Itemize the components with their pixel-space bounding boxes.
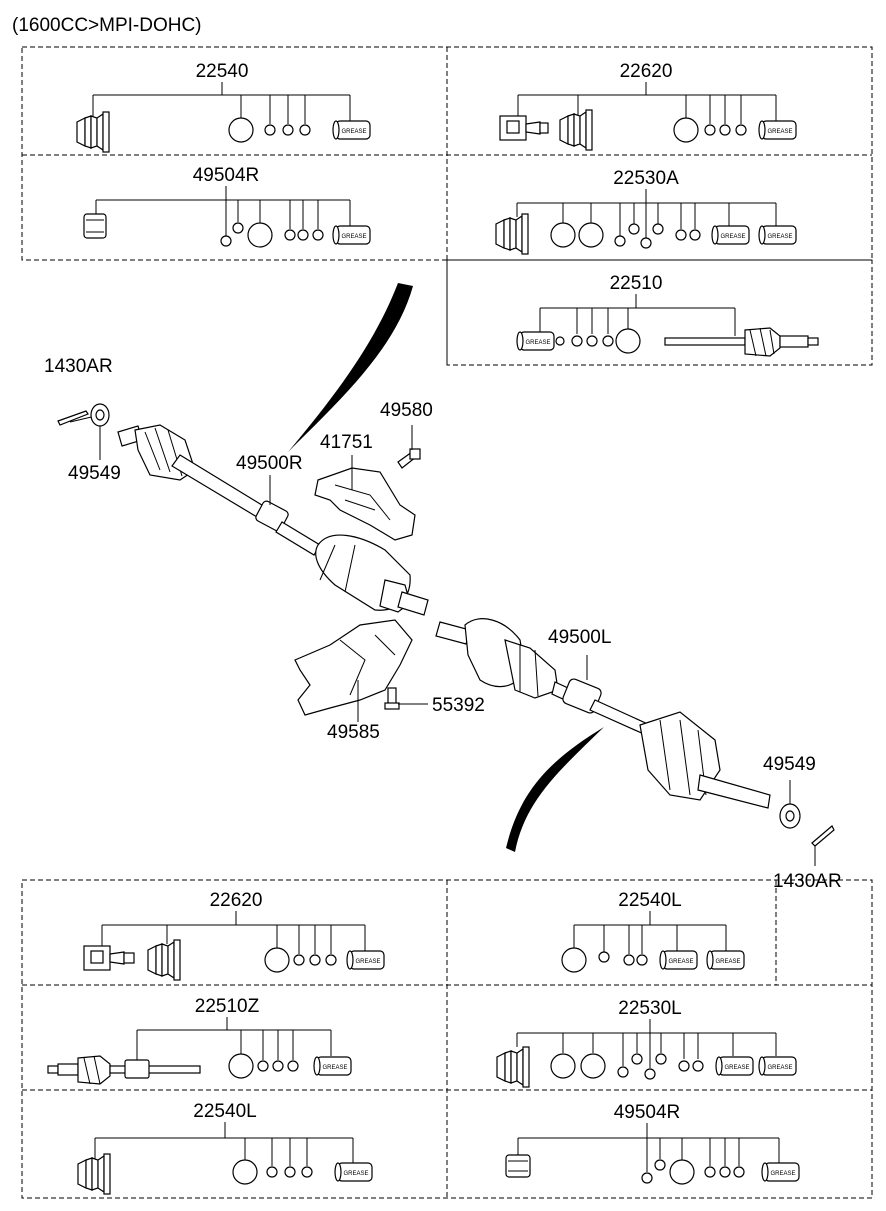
callout-49549-right: 49549	[763, 754, 816, 775]
clamp-ring-icon	[228, 117, 254, 143]
bearing-bracket-icon	[83, 213, 107, 239]
kit-22510Z: 22510Z	[47, 996, 352, 1085]
grease-tube-icon	[313, 1056, 352, 1076]
grease-tube-icon	[346, 950, 385, 970]
grease-tube-icon	[711, 225, 750, 245]
kit-22620-upper: 22620	[499, 61, 797, 151]
kit-label-22530L: 22530L	[618, 998, 681, 1019]
cotter-pin-icon	[57, 410, 89, 426]
kit-label-22620-lower: 22620	[210, 890, 263, 911]
grease-tube-icon	[334, 1162, 373, 1182]
kit-49504R-upper: 49504R	[83, 165, 371, 248]
left-drive-shaft	[435, 618, 835, 866]
grease-tube-icon	[516, 331, 555, 351]
lower-kit-grid	[21, 879, 873, 1199]
grease-tube-icon	[332, 225, 371, 245]
kit-22530A: 22530A	[495, 168, 797, 255]
bracket-41751	[314, 455, 416, 541]
boot-icon	[559, 109, 593, 151]
kit-49504R-lower: 49504R	[505, 1102, 800, 1185]
grease-tube-icon	[761, 1162, 800, 1182]
callout-49580: 49580	[380, 400, 433, 421]
kit-label-22620: 22620	[620, 61, 673, 82]
direction-arrow-lower	[506, 727, 604, 852]
callout-55392: 55392	[432, 695, 485, 716]
boot-icon	[495, 213, 529, 255]
kit-label-22540L-lower: 22540L	[193, 1101, 256, 1122]
kit-22510: 22510	[516, 273, 819, 357]
kit-label-22530A: 22530A	[613, 168, 679, 189]
grease-tube-icon	[706, 950, 745, 970]
callout-49549-left: 49549	[68, 463, 121, 484]
kit-label-22540L: 22540L	[618, 890, 681, 911]
boot-icon	[76, 111, 110, 153]
grease-tube-icon	[758, 1056, 797, 1076]
callout-1430AR-left: 1430AR	[44, 356, 113, 377]
callout-49500L: 49500L	[548, 627, 611, 648]
kit-label-49504R: 49504R	[193, 165, 260, 186]
grease-tube-icon	[715, 1056, 754, 1076]
kit-label-22510: 22510	[610, 273, 663, 294]
bolt-49580	[397, 425, 421, 469]
kit-22540L-right: 22540L	[561, 890, 745, 973]
kit-22620-lower: 22620	[83, 890, 385, 981]
callout-49500R: 49500R	[236, 453, 303, 474]
right-drive-shaft	[57, 403, 429, 616]
tripod-housing-icon	[499, 115, 549, 141]
kit-22530L: 22530L	[496, 998, 797, 1088]
boot-icon	[496, 1046, 530, 1088]
cotter-pin-icon	[811, 825, 835, 847]
kit-label-22540: 22540	[196, 61, 249, 82]
bracket-49585	[294, 619, 413, 722]
grease-tube-icon	[332, 120, 371, 140]
callout-49585: 49585	[327, 722, 380, 743]
direction-arrow-upper	[288, 283, 413, 452]
kit-label-49504R-lower: 49504R	[614, 1102, 681, 1123]
axle-shaft-icon	[47, 1055, 201, 1085]
kit-22540L-lower: 22540L	[77, 1101, 373, 1195]
boot-icon	[77, 1153, 111, 1195]
bolt-55392	[384, 687, 428, 710]
bearing-icon	[255, 500, 289, 532]
grease-tube-icon	[758, 225, 797, 245]
callout-41751: 41751	[320, 432, 373, 453]
inner-boot-icon	[504, 639, 559, 699]
boot-icon	[147, 939, 181, 981]
bearing-bracket-icon	[505, 1154, 531, 1178]
kit-label-22510Z: 22510Z	[195, 996, 260, 1017]
tripod-housing-icon	[83, 945, 135, 971]
upper-kit-grid	[21, 46, 873, 366]
grease-tube-icon	[758, 120, 797, 140]
kit-22540-upper: 22540	[76, 61, 371, 153]
grease-tube-icon	[659, 950, 698, 970]
callout-1430AR-right: 1430AR	[773, 871, 842, 892]
axle-shaft-icon	[664, 327, 819, 357]
engine-note: (1600CC>MPI-DOHC)	[12, 15, 202, 36]
